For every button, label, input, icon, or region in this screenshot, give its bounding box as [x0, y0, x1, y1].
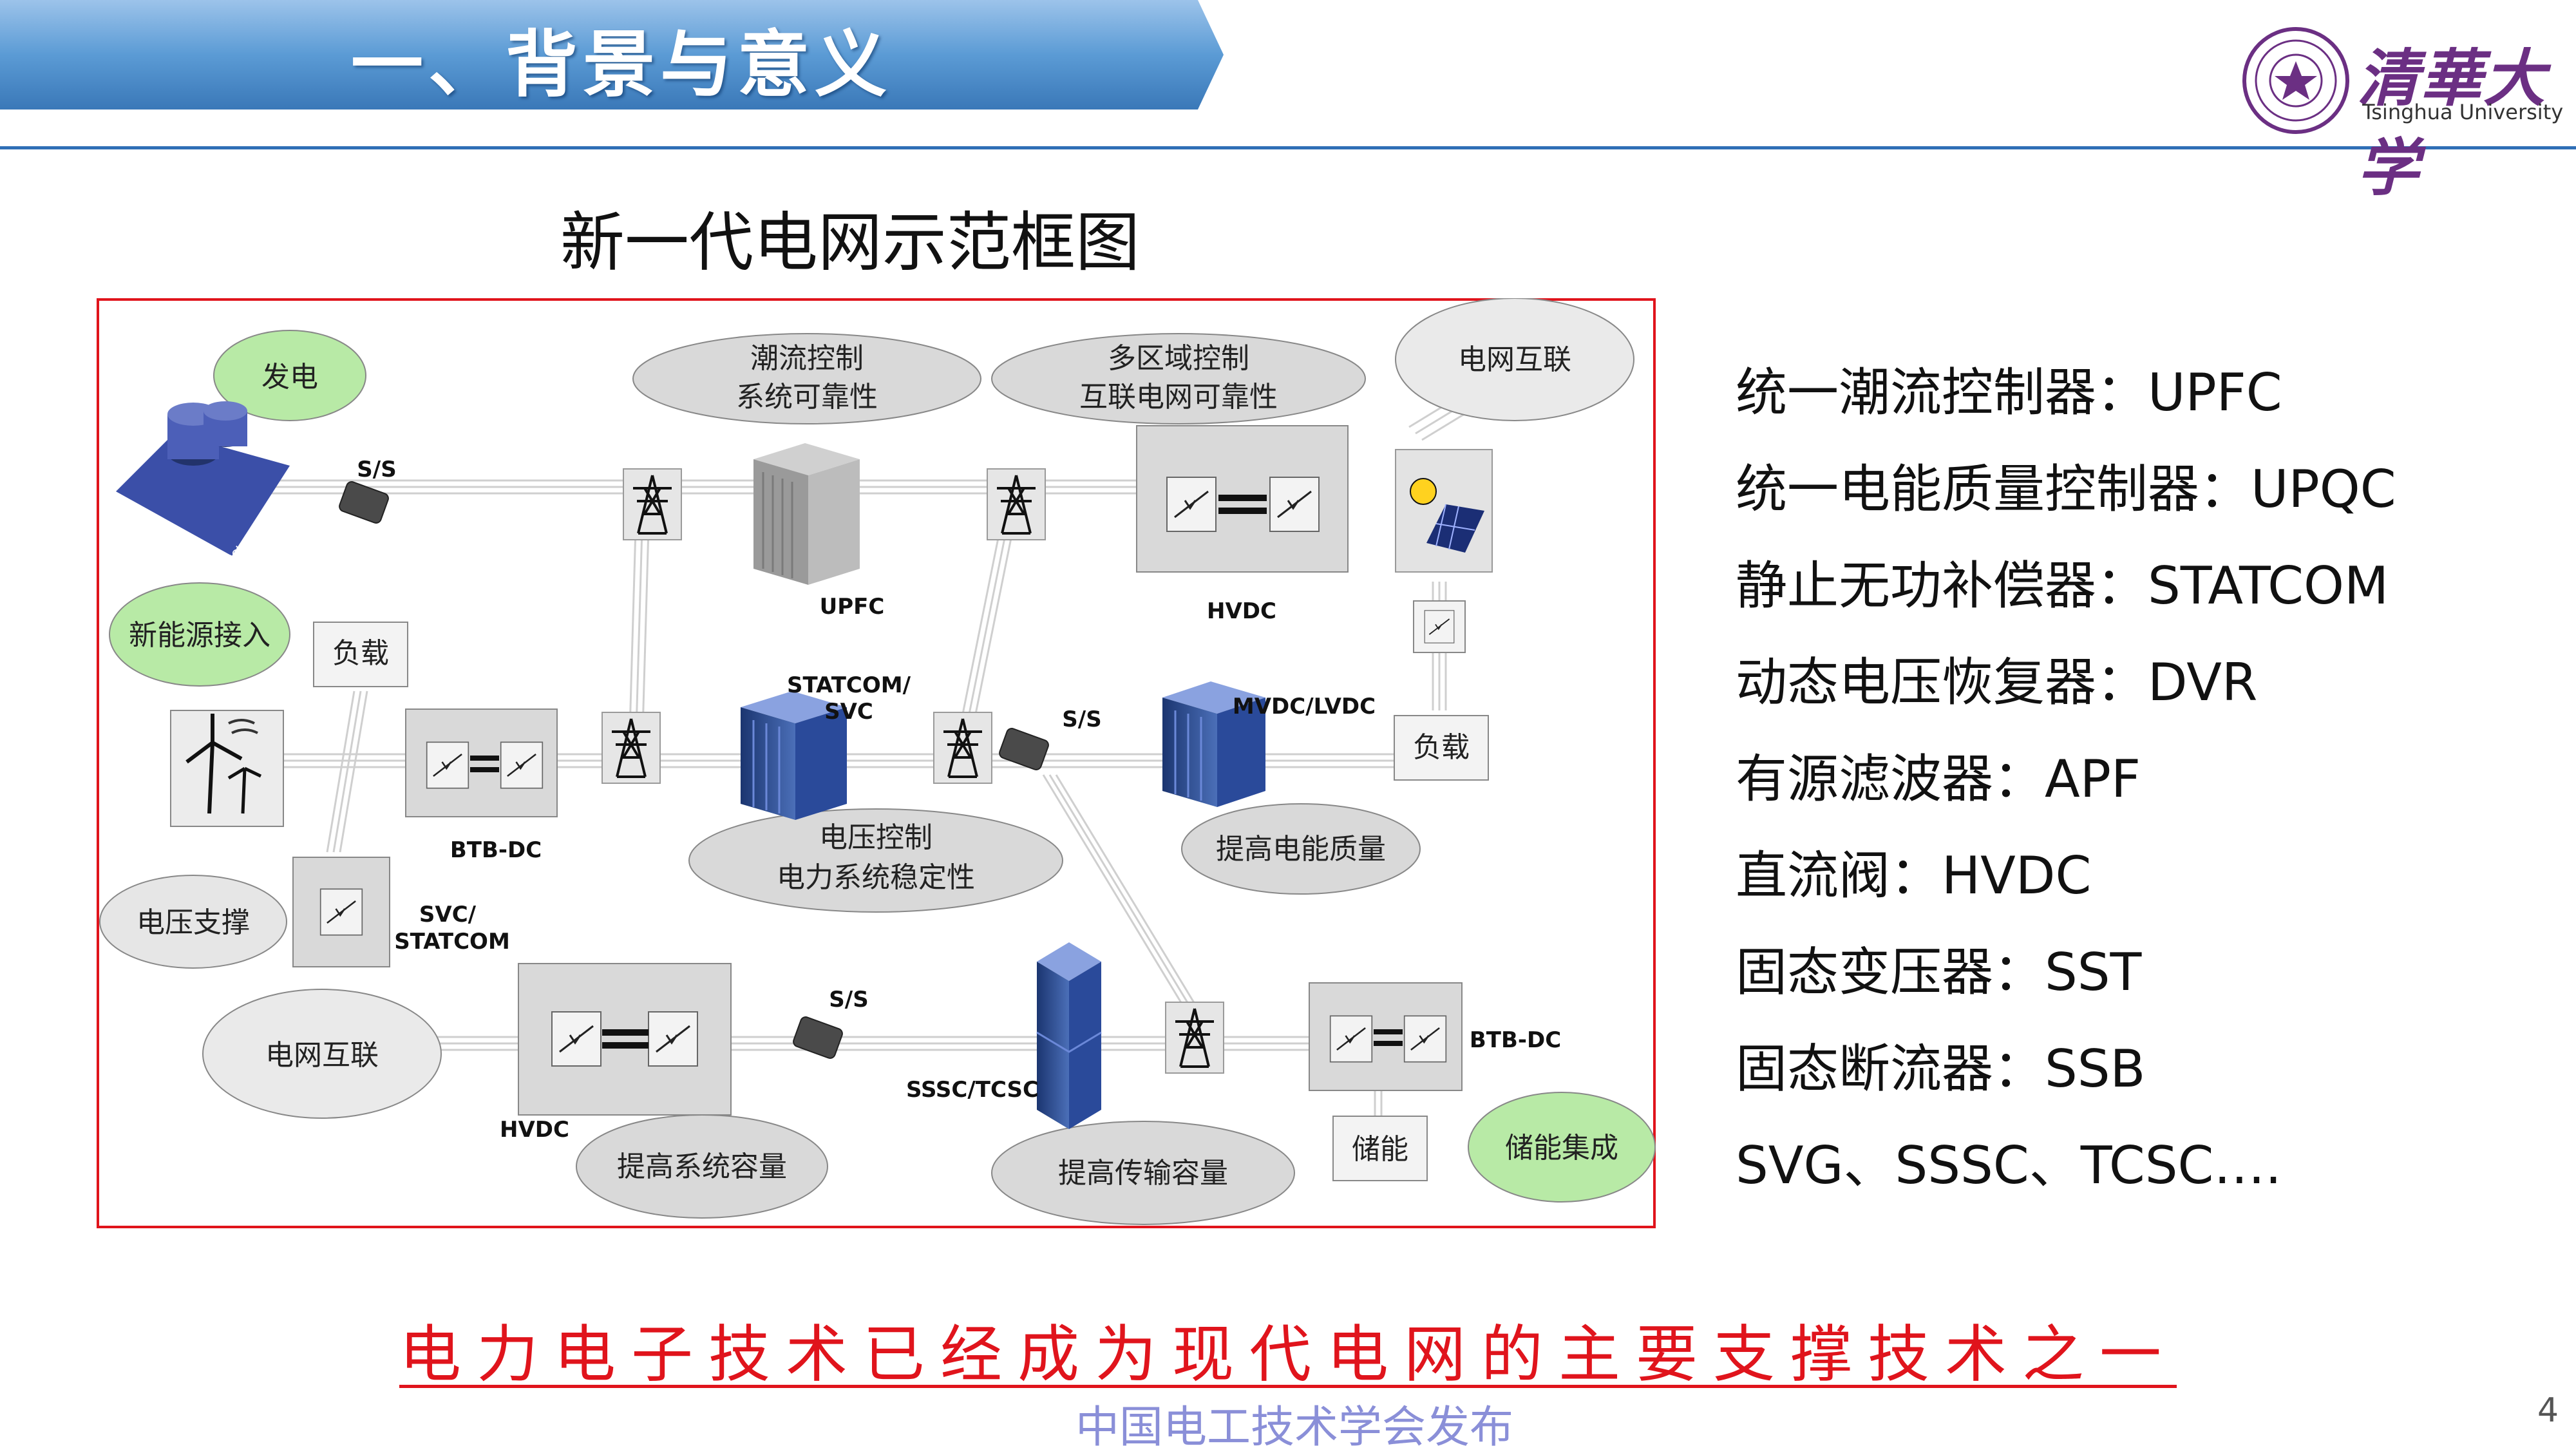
hvdc-bottom-converter-icon: [518, 963, 732, 1116]
acronym-item: 动态电压恢复器：DVR: [1736, 652, 2258, 712]
tagline: 电力电子技术已经成为现代电网的主要支撑技术之一: [399, 1318, 2177, 1391]
function-labels: 发电 潮流控制 系统可靠性 多区域控制 互联电网可靠性 电网互联 新能源接入 负…: [99, 298, 1656, 1225]
diagram-title: 新一代电网示范框图: [560, 205, 1140, 280]
acronym-item: 统一电能质量控制器：UPQC: [1736, 459, 2396, 519]
acronym-item: 有源滤波器：APF: [1736, 749, 2141, 809]
label-system-capacity: 提高系统容量: [617, 1150, 787, 1183]
page-title: 一、背景与意义: [351, 23, 892, 107]
university-name-en: Tsinghua University: [2362, 100, 2564, 124]
power-plant-icon: [116, 401, 290, 556]
svc-statcom-converter-icon: [292, 857, 390, 967]
label-svc-statcom-2: STATCOM: [394, 929, 510, 955]
label-grid-interconnect-top: 电网互联: [1458, 343, 1571, 376]
label-storage-integration: 储能集成: [1505, 1132, 1618, 1165]
label-upfc: UPFC: [820, 594, 885, 620]
acronym-item: 静止无功补偿器：STATCOM: [1736, 556, 2389, 616]
label-load-right: 负载: [1413, 731, 1470, 764]
label-load-left: 负载: [332, 637, 389, 670]
label-new-energy: 新能源接入: [129, 619, 270, 652]
publisher-footer: 中国电工技术学会发布: [1075, 1402, 1514, 1453]
substation-icon: [997, 726, 1051, 772]
label-power-quality: 提高电能质量: [1216, 833, 1386, 866]
transmission-tower-icon: [933, 711, 993, 785]
label-hvdc-bottom: HVDC: [500, 1117, 569, 1143]
grid-diagram: 发电 潮流控制 系统可靠性 多区域控制 互联电网可靠性 电网互联 新能源接入 负…: [99, 298, 1656, 1225]
label-ss-mid: S/S: [1062, 707, 1101, 732]
label-grid-interconnect-bottom: 电网互联: [265, 1039, 379, 1072]
transmission-tower-icon: [1164, 1001, 1225, 1074]
devices: Electricity: [116, 401, 1493, 1129]
label-ss-top: S/S: [357, 457, 396, 482]
label-btb-dc-left: BTB-DC: [450, 837, 542, 863]
page-number: 4: [2537, 1391, 2559, 1430]
acronym-item: 统一潮流控制器：UPFC: [1736, 363, 2282, 423]
upfc-cabinet-icon: [753, 443, 860, 585]
transmission-tower-icon: [622, 468, 683, 541]
acronym-item: 直流阀：HVDC: [1736, 846, 2092, 906]
label-multi-area-2: 互联电网可靠性: [1079, 381, 1278, 414]
acronym-item: SVG、SSSC、TCSC….: [1736, 1136, 2282, 1195]
label-voltage-support: 电压支撑: [137, 906, 250, 939]
transmission-tower-icon: [986, 468, 1046, 541]
label-svc-statcom-1: SVC/: [419, 902, 477, 927]
label-power-flow-1: 潮流控制: [750, 342, 864, 375]
label-multi-area-1: 多区域控制: [1108, 342, 1249, 375]
label-storage: 储能: [1352, 1133, 1408, 1166]
sssc-tcsc-cabinet-icon: [1036, 942, 1102, 1129]
label-mvdc-lvdc: MVDC/LVDC: [1233, 694, 1376, 719]
substation-icon: [791, 1014, 845, 1061]
hvdc-converter-icon: [1136, 425, 1349, 573]
label-sssc-tcsc: SSSC/TCSC: [906, 1077, 1039, 1103]
statcom-cabinet-icon: [741, 691, 847, 820]
acronym-item: 固态断流器：SSB: [1736, 1039, 2146, 1099]
university-name-cn: 清華大学: [2357, 42, 2546, 204]
mvdc-cabinet-icon: [1162, 681, 1265, 807]
label-voltage-control-1: 电压控制: [819, 821, 933, 854]
header-banner: [0, 0, 1224, 109]
label-statcom-svc-2: SVC: [824, 699, 873, 725]
label-transmission-capacity: 提高传输容量: [1058, 1157, 1228, 1190]
acronym-item: 固态变压器：SST: [1736, 942, 2142, 1002]
wind-turbine-icon: [170, 710, 284, 827]
label-power-flow-2: 系统可靠性: [736, 381, 878, 414]
device-labels: S/S UPFC HVDC STATCOM/ SVC S/S MVDC/LVDC…: [357, 457, 1561, 1143]
label-ss-bottom: S/S: [829, 987, 868, 1013]
label-hvdc-top: HVDC: [1207, 598, 1276, 624]
btb-dc-converter-icon: [405, 708, 558, 817]
label-btb-dc-right: BTB-DC: [1470, 1027, 1561, 1053]
btb-dc-right-converter-icon: [1309, 982, 1463, 1091]
university-seal-icon: [2242, 27, 2349, 134]
label-statcom-svc-1: STATCOM/: [787, 672, 911, 698]
label-voltage-control-2: 电力系统稳定性: [777, 861, 975, 894]
label-generation: 发电: [261, 361, 318, 394]
solar-panel-icon: [1395, 449, 1493, 573]
header-divider: [0, 146, 2576, 149]
small-converter-icon: [1413, 600, 1466, 653]
transmission-tower-icon: [601, 711, 661, 785]
